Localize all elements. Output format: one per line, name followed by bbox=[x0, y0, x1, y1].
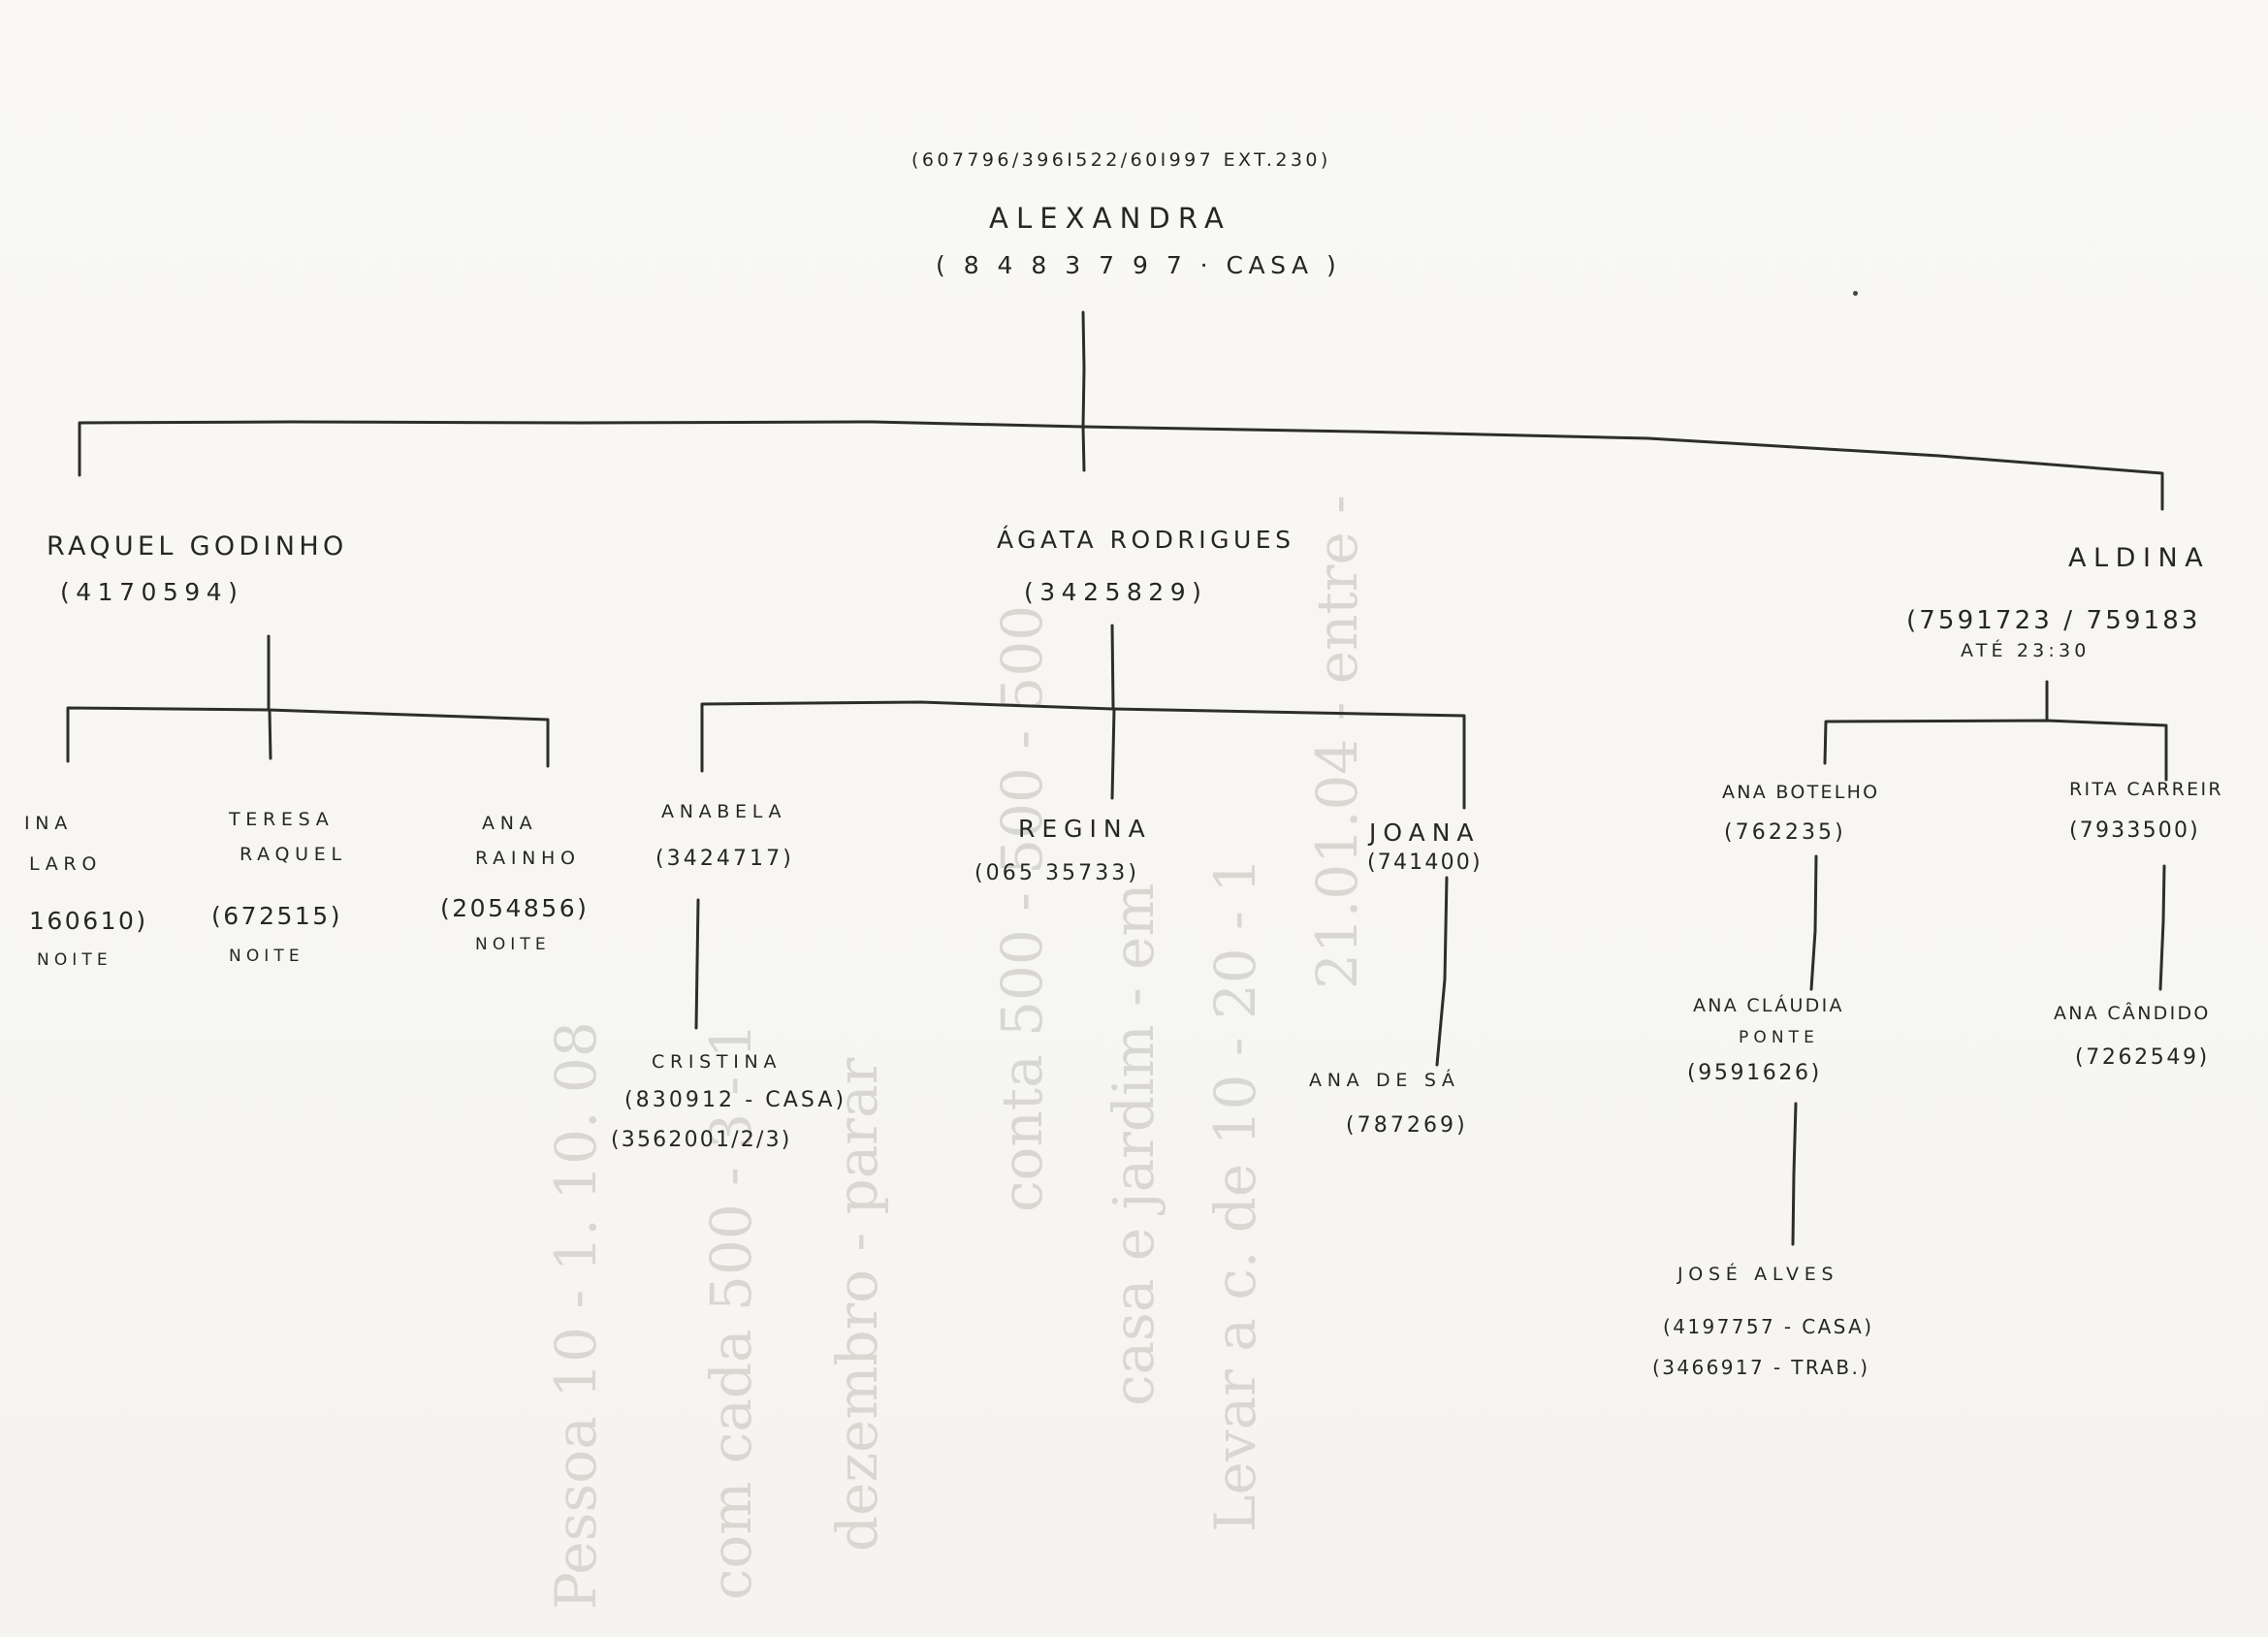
ina-name2: LARO bbox=[29, 853, 102, 875]
teresa-name2: RAQUEL bbox=[240, 844, 347, 865]
anabela-name: ANABELA bbox=[661, 801, 787, 822]
connector-aldina-bar bbox=[1823, 719, 2168, 782]
ana-rainho-phone: (2054856) bbox=[440, 894, 590, 922]
connector-rita-down bbox=[2158, 864, 2166, 991]
connector-claudia-down bbox=[1791, 1102, 1798, 1246]
teresa-note: NOITE bbox=[229, 947, 304, 966]
connector-botelho-down bbox=[1809, 854, 1818, 991]
connector-raquel-mid bbox=[268, 708, 272, 760]
cristina-name: CRISTINA bbox=[652, 1051, 783, 1073]
ina-phone: 160610) bbox=[29, 907, 148, 935]
ana-claudia-phone: (9591626) bbox=[1687, 1061, 1822, 1085]
cristina-phone2: (3562001/2/3) bbox=[611, 1128, 792, 1152]
ina-note: NOITE bbox=[37, 950, 112, 970]
ana-de-sa-phone: (787269) bbox=[1346, 1113, 1468, 1138]
joana-name: JOANA bbox=[1369, 818, 1481, 847]
connector-main-bar bbox=[78, 420, 2164, 511]
ana-claudia-name: ANA CLÁUDIA bbox=[1693, 995, 1844, 1016]
raquel-name: RAQUEL GODINHO bbox=[47, 531, 348, 562]
connector-raquel-bar bbox=[66, 706, 550, 768]
root-phones: (607796/396i522/60i997 EXT.230) bbox=[911, 149, 1331, 171]
ana-botelho-name: ANA BOTELHO bbox=[1722, 782, 1880, 803]
connector-agata-stem bbox=[1110, 624, 1115, 710]
ana-candido-name: ANA CÂNDIDO bbox=[2054, 1003, 2211, 1024]
teresa-name: TERESA bbox=[229, 809, 335, 830]
rita-carreira-name: RITA CARREIR bbox=[2069, 779, 2223, 800]
ina-name: INA bbox=[24, 813, 73, 834]
ink-speck bbox=[1853, 291, 1858, 296]
joana-phone: (741400) bbox=[1367, 851, 1483, 875]
regina-phone: (065 35733) bbox=[974, 861, 1140, 885]
connector-joana-down bbox=[1435, 876, 1449, 1067]
aldina-name: ALDINA bbox=[2068, 543, 2211, 573]
ana-de-sa-name: ANA DE SÁ bbox=[1309, 1070, 1460, 1091]
cristina-phone: (830912 - CASA) bbox=[624, 1088, 847, 1112]
jose-alves-phone2: (3466917 - TRAB.) bbox=[1652, 1356, 1870, 1379]
ana-claudia-name2: PONTE bbox=[1739, 1028, 1819, 1047]
teresa-phone: (672515) bbox=[211, 902, 342, 930]
root-home-phone: ( 8 4 8 3 7 9 7 · CASA ) bbox=[936, 251, 1342, 279]
ana-botelho-phone: (762235) bbox=[1724, 820, 1846, 845]
jose-alves-name: JOSÉ ALVES bbox=[1677, 1264, 1839, 1285]
aldina-note: ATÉ 23:30 bbox=[1961, 640, 2091, 661]
ana-candido-phone: (7262549) bbox=[2075, 1045, 2210, 1070]
ana-rainho-note: NOITE bbox=[475, 935, 551, 954]
connector-anabela-down bbox=[694, 898, 700, 1030]
ana-rainho-name: ANA bbox=[482, 813, 538, 834]
connector-agata-mid bbox=[1110, 707, 1116, 800]
agata-phone: (3425829) bbox=[1024, 578, 1208, 606]
jose-alves-phone: (4197757 - CASA) bbox=[1663, 1315, 1874, 1338]
rita-carreira-phone: (7933500) bbox=[2069, 818, 2200, 843]
anabela-phone: (3424717) bbox=[655, 847, 794, 871]
connector-root-stem bbox=[1081, 310, 1086, 472]
agata-name: ÁGATA RODRIGUES bbox=[997, 526, 1295, 554]
raquel-phone: (4170594) bbox=[60, 578, 244, 606]
root-name: ALEXANDRA bbox=[989, 202, 1231, 235]
aldina-phone: (7591723 / 759183 bbox=[1906, 606, 2201, 635]
connector-agata-bar bbox=[700, 700, 1466, 810]
ana-rainho-name2: RAINHO bbox=[475, 848, 581, 869]
regina-name: REGINA bbox=[1018, 815, 1152, 843]
